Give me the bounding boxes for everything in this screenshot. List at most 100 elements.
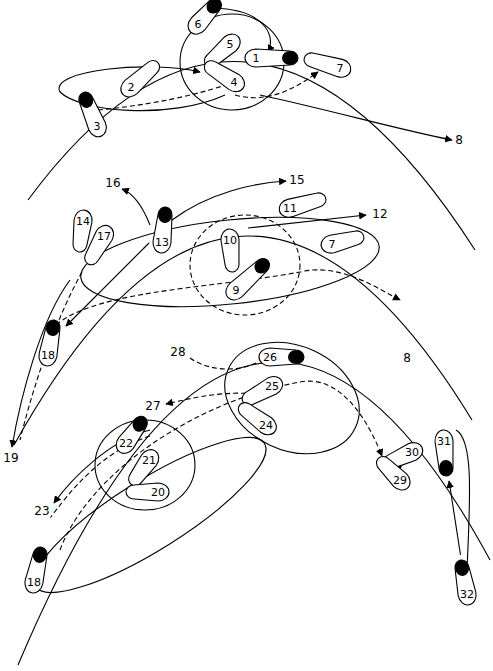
footprint-shape [245,49,298,67]
footprint-shape [184,0,226,38]
footprint-shape [372,452,414,494]
footprint-outline [371,451,413,493]
footprint: 18 [35,315,66,368]
step-number: 9 [233,285,240,296]
footprint: 3 [73,87,110,139]
footprint-outline [185,0,227,37]
direction-label: 8 [402,351,412,365]
step-number: 10 [223,235,237,246]
step-number: 7 [337,63,344,74]
step-connector [449,481,460,555]
footprint: 17 [79,223,117,270]
footprint: 7 [319,225,369,257]
footprint-shape [302,49,353,80]
footprint-weight [288,350,304,364]
footprint-outline [319,225,369,257]
footprint-shape [220,228,242,272]
step-number: 4 [231,77,238,88]
step-number: 5 [227,39,234,50]
step-number: 31 [437,436,451,447]
step-number: 29 [393,475,407,486]
direction-label: 15 [288,173,305,187]
footprint: 29 [371,451,413,493]
footprint-shape [126,483,169,501]
footprint-outline [233,397,279,438]
step-number: 21 [142,455,156,466]
footprint: 32 [449,555,480,607]
step-number: 32 [460,589,474,600]
footprint: 13 [149,202,178,255]
direction-label: 23 [33,504,50,518]
step-number: 7 [329,239,336,250]
footprint-shape [234,398,280,439]
footprint-shape [319,227,366,255]
footprint: 11 [277,187,331,221]
footprint: 6 [185,0,227,37]
step-number: 18 [41,350,55,361]
step-connector [66,243,149,326]
footprint-shape [117,56,164,101]
footprint: 26 [257,344,309,370]
direction-label: 19 [2,451,19,465]
footprint: 24 [233,397,279,438]
footprint: 22 [113,411,153,456]
direction-label: 16 [104,176,121,190]
footprint-weight [157,206,173,223]
footprint-shape [200,56,248,95]
footprint-outline [243,45,303,71]
direction-label: 12 [371,207,388,221]
footprint-shape [259,348,304,366]
step-number: 30 [405,447,419,458]
footprint-outline [73,87,110,139]
step-number: 22 [119,438,133,449]
step-number: 17 [97,231,111,242]
footprint: 4 [199,55,247,95]
step-number: 26 [263,352,277,363]
footprint: 31 [431,428,459,481]
footprint-shape [75,89,110,140]
footprint-outline [299,47,353,81]
step-number: 25 [265,381,279,392]
footprint-shape [277,189,328,220]
footprint-outline [199,55,247,95]
footprint-weight [76,90,95,110]
footprint: 10 [217,227,245,277]
step-number: 13 [155,237,169,248]
direction-label: 28 [169,345,186,359]
footprint-outline [113,411,153,456]
footprint-shape [152,206,175,254]
step-number: 18 [27,577,41,588]
footprint-shape [222,254,274,304]
footprint-shape [23,545,51,594]
step-number: 20 [151,487,165,498]
footprint: 9 [223,253,275,303]
footprint-weight [282,51,298,65]
step-number: 24 [259,420,273,431]
footprint-shape [452,558,478,606]
footprint-outline [223,253,275,303]
footprint-shape [37,318,63,367]
footprint: 1 [243,45,303,71]
footprint-weight [31,546,48,565]
step-number: 1 [253,53,260,64]
footprint: 7 [299,47,353,81]
footprint-outline [118,55,165,100]
step-number: 2 [128,82,135,93]
footprint-weight [251,255,272,276]
step-number: 14 [76,216,90,227]
footprint: 18 [21,542,53,595]
footprint-weight [454,559,471,577]
step-number: 11 [283,203,297,214]
footprint-weight [45,319,62,337]
footprint-weight [130,413,151,434]
step-number: 3 [94,121,101,132]
footprint-weight [438,460,453,477]
footprint-shape [80,222,117,268]
footprint-weight [203,0,224,17]
footprint: 2 [118,55,165,100]
footprint: 20 [121,479,171,505]
